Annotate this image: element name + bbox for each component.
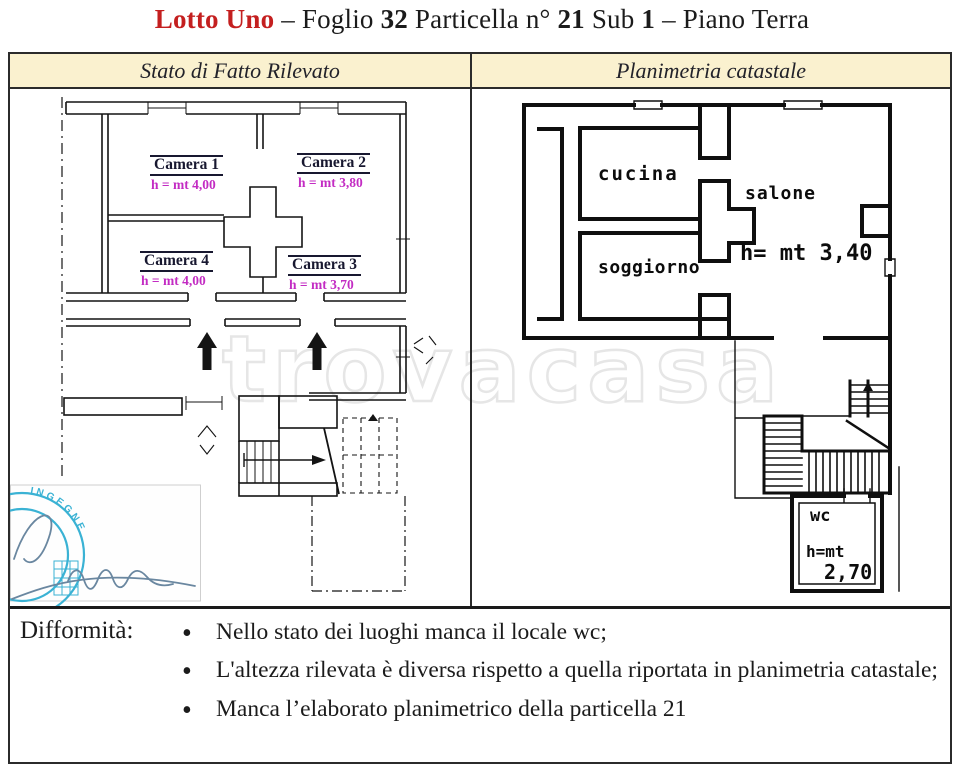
height-note: h= mt 3,40 [740,241,873,266]
surveyed-plan-panel: INGEGNE Camera 1 h = mt 4,00 [10,89,470,606]
right-panel-header: Planimetria catastale [470,54,950,87]
difformita-item: L'altezza rilevata è diversa rispetto a … [178,653,938,691]
central-pillar [223,186,303,278]
central-pillar [698,179,756,263]
engineer-stamp: INGEGNE [10,484,201,606]
title-sub-number: 1 [641,4,656,34]
room-height: h = mt 4,00 [141,273,206,289]
dashed-structure [342,417,398,494]
title-sep: – Foglio [274,4,381,34]
difformita-item-text: L'altezza rilevata è diversa rispetto a … [216,657,938,684]
signature [11,514,196,600]
difformita-item: Manca l’elaborato planimetrico della par… [178,691,938,729]
room-label-cucina: cucina [598,163,679,185]
title-particella-number: 21 [557,4,585,34]
room-label-camera-3: Camera 3 h = mt 3,70 [288,255,361,292]
room-label-camera-2: Camera 2 h = mt 3,80 [297,153,370,190]
document-title: Lotto Uno – Foglio 32 Particella n° 21 S… [0,4,964,35]
wc-room [790,488,884,593]
room-name: Camera 3 [288,255,361,277]
plans-row: INGEGNE Camera 1 h = mt 4,00 [10,89,950,609]
room-label-wc: wc [810,506,831,526]
difformita-item-text: Manca l’elaborato planimetrico della par… [216,695,687,722]
window [633,100,896,277]
difformita-item: Nello stato dei luoghi manca il locale w… [178,615,938,653]
room-name: Camera 1 [150,155,223,177]
wc-height-value: 2,70 [824,560,873,584]
title-foglio-number: 32 [380,4,408,34]
title-sep: – Piano Terra [655,4,810,34]
window [299,102,339,114]
room-label-salone: salone [745,183,817,204]
wc-height-label: h=mt [806,542,845,561]
difformita-list: Nello stato dei luoghi manca il locale w… [178,615,938,732]
room-label-camera-4: Camera 4 h = mt 4,00 [140,251,213,288]
title-sep: Particella n° [407,4,558,34]
cadastral-floor-plan-drawing [522,100,900,593]
room-name: Camera 2 [297,153,370,175]
room-label-soggiorno: soggiorno [598,257,701,278]
surveyed-floor-plan-drawing: INGEGNE [10,97,437,606]
left-panel-header: Stato di Fatto Rilevato [10,54,470,87]
staircase [238,395,340,497]
room-height: h = mt 3,70 [289,277,354,293]
cadastral-plan-panel: cucina salone soggiorno h= mt 3,40 wc h=… [470,89,950,606]
comparison-table: Stato di Fatto Rilevato Planimetria cata… [8,52,952,764]
entrance-arrow-icon [197,332,327,370]
title-lot: Lotto Uno [154,4,275,34]
difformita-label: Difformità: [20,617,134,644]
room-height: h = mt 4,00 [151,177,216,193]
difformita-section: Difformità: Nello stato dei luoghi manca… [10,609,950,732]
door-swing-marks [197,335,437,455]
difformita-item-text: Nello stato dei luoghi manca il locale w… [216,619,607,645]
window [147,102,187,114]
room-label-camera-1: Camera 1 h = mt 4,00 [150,155,223,192]
table-header-row: Stato di Fatto Rilevato Planimetria cata… [10,54,950,89]
room-height: h = mt 3,80 [298,175,363,191]
room-name: Camera 4 [140,251,213,273]
title-sep: Sub [584,4,642,34]
